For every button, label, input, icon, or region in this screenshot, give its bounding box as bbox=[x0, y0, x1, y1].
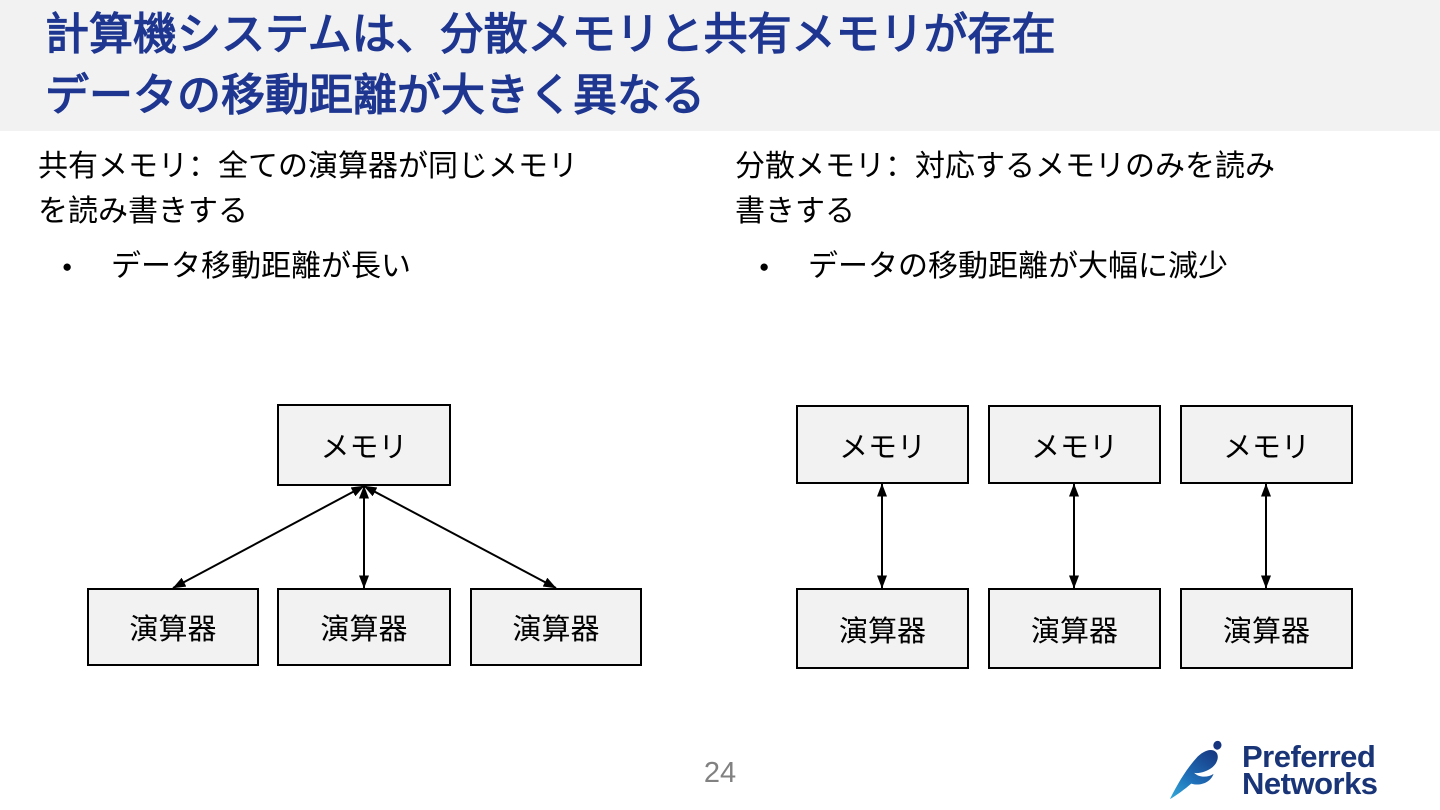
processor-box: 演算器 bbox=[1180, 588, 1353, 669]
slide-title-line-2: データの移動距離が大きく異なる bbox=[45, 71, 705, 120]
page-number: 24 bbox=[703, 757, 737, 789]
processor-box: 演算器 bbox=[277, 588, 451, 666]
bullet-icon: ● bbox=[62, 257, 73, 276]
distributed-memory-bullet-text: データの移動距離が大幅に減少 bbox=[808, 250, 1228, 283]
shared-memory-bullet-item: ● データ移動距離が長い bbox=[38, 244, 728, 289]
slide-title-bar: 計算機システムは、分散メモリと共有メモリが存在 データの移動距離が大きく異なる bbox=[0, 0, 1440, 131]
double-arrow bbox=[363, 485, 557, 589]
memory-box: メモリ bbox=[277, 404, 451, 486]
shared-memory-description-line-2: を読み書きする bbox=[38, 195, 248, 228]
logo-text-line-1: Preferred bbox=[1242, 739, 1376, 774]
distributed-memory-description-line-2: 書きする bbox=[735, 195, 855, 228]
processor-box: 演算器 bbox=[470, 588, 642, 666]
distributed-memory-bullet-item: ● データの移動距離が大幅に減少 bbox=[735, 244, 1435, 289]
memory-box: メモリ bbox=[796, 405, 969, 484]
processor-box: 演算器 bbox=[988, 588, 1161, 669]
memory-box: メモリ bbox=[1180, 405, 1353, 484]
slide-title-line-1: 計算機システムは、分散メモリと共有メモリが存在 bbox=[45, 10, 1056, 59]
distributed-memory-description-line-1: 分散メモリ：対応するメモリのみを読み bbox=[735, 150, 1275, 183]
preferred-networks-logo-icon bbox=[1169, 740, 1222, 800]
memory-box: メモリ bbox=[988, 405, 1161, 484]
shared-memory-bullet-text: データ移動距離が長い bbox=[111, 250, 411, 283]
double-arrow bbox=[172, 485, 365, 589]
slide-title: 計算機システムは、分散メモリと共有メモリが存在 データの移動距離が大きく異なる bbox=[45, 4, 1056, 126]
logo-text-line-2: Networks bbox=[1242, 766, 1378, 801]
processor-box: 演算器 bbox=[87, 588, 259, 666]
preferred-networks-logo: Preferred Networks bbox=[1168, 738, 1378, 802]
preferred-networks-logo-text: Preferred Networks bbox=[1242, 739, 1378, 801]
processor-box: 演算器 bbox=[796, 588, 969, 669]
shared-memory-description-line-1: 共有メモリ：全ての演算器が同じメモリ bbox=[38, 150, 578, 183]
bullet-icon: ● bbox=[759, 257, 770, 276]
distributed-memory-section: 分散メモリ：対応するメモリのみを読み 書きする ● データの移動距離が大幅に減少 bbox=[735, 144, 1435, 289]
shared-memory-section: 共有メモリ：全ての演算器が同じメモリ を読み書きする ● データ移動距離が長い bbox=[38, 144, 728, 289]
